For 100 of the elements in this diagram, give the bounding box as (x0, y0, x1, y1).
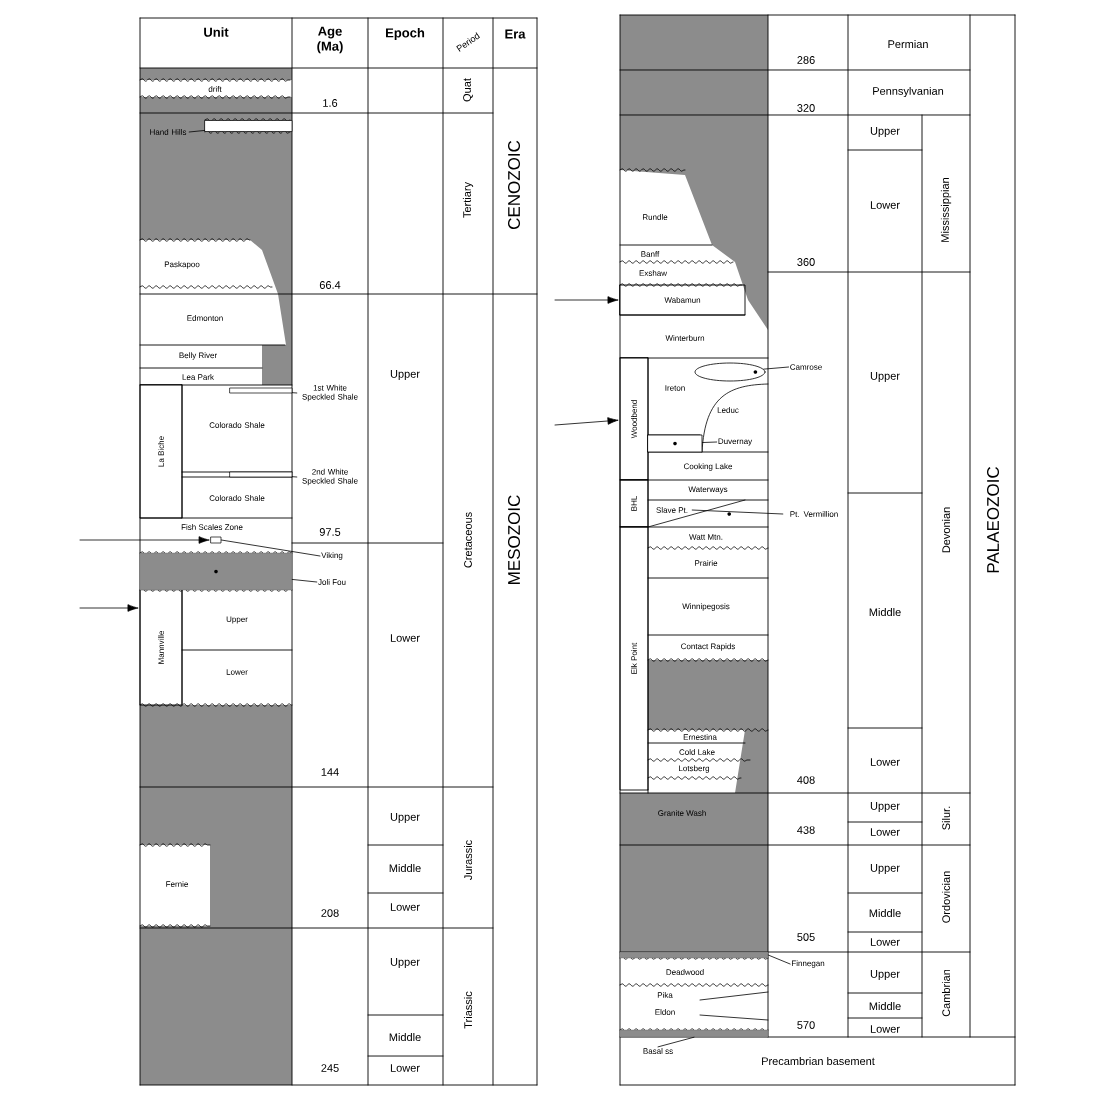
epoch-label: Lower (870, 1025, 900, 1033)
group-label: La Biche (139, 384, 183, 519)
era-label: CENOZOIC (508, 140, 521, 229)
leader-line (691, 509, 784, 515)
epoch-label: Lower (870, 828, 900, 836)
unit-label: Rundle (643, 214, 668, 220)
unit-label: Prairie (695, 560, 718, 566)
period-label: Jurassic (463, 840, 473, 880)
unit-label: Wabamun (619, 284, 746, 316)
unit-label: Joli Fou (318, 579, 346, 585)
epoch-label: Upper (390, 813, 420, 823)
age-label: 245 (321, 1064, 339, 1072)
age-label: 360 (797, 258, 815, 266)
period-label: Cretaceous (464, 512, 472, 568)
unit-label: Lea Park (182, 374, 214, 380)
arrow (79, 604, 139, 612)
age-label: 97.5 (319, 528, 341, 536)
unit-label: Cooking Lake (683, 463, 733, 471)
unit-label: Leduc (717, 407, 739, 413)
unit-label: Deadwood (666, 969, 704, 975)
unit-label: Paskapoo (164, 261, 200, 269)
epoch-label: Middle (389, 864, 421, 873)
unit-label: Pt. Vermillion (790, 511, 838, 517)
reef-tongue (694, 362, 766, 382)
epoch-label: Lower (870, 758, 900, 766)
unit-label: Exshaw (639, 270, 668, 276)
unit-label: Slave Pt. (656, 507, 688, 513)
unit-label: Ernestina (683, 734, 717, 740)
period-label: Quat (463, 78, 473, 102)
arrow (79, 536, 210, 544)
epoch-label: Lower (870, 938, 900, 946)
epoch-label: Lower (390, 634, 420, 642)
epoch-label: Lower (390, 903, 420, 911)
leader-line (702, 441, 718, 443)
thin-bed-bar (210, 536, 222, 544)
epoch-label: Lower (870, 201, 900, 209)
unit-label: Winterburn (665, 335, 705, 341)
unit-label: Upper (226, 616, 248, 624)
unit-label: Hand Hills (150, 129, 187, 135)
unit-label: Fernie (166, 881, 188, 887)
period-label: Ordovician (942, 871, 951, 923)
unit-label: Finnegan (792, 960, 825, 968)
unit-label: Waterways (688, 486, 728, 494)
epoch-label: Lower (390, 1064, 420, 1072)
period-label: Tertiary (462, 182, 474, 218)
age-label: 66.4 (319, 281, 341, 289)
epoch-label: Upper (870, 127, 900, 137)
epoch-label: Middle (389, 1033, 421, 1042)
group-label: Mannville (139, 589, 183, 706)
unit-label: drift (208, 86, 222, 92)
leader-line (291, 392, 298, 394)
unit-label: 2nd White Speckled Shale (302, 468, 358, 486)
group-label: BHL (619, 479, 649, 528)
period-label: Permian (888, 39, 928, 49)
unit-label: Eldon (655, 1009, 675, 1015)
period-label: Pennsylvanian (873, 86, 944, 98)
unit-label: Banff (641, 251, 660, 257)
leader-line (220, 539, 321, 557)
unit-label: Duvernay (718, 438, 753, 446)
shale-band (619, 1029, 769, 1038)
epoch-label: Middle (869, 1002, 901, 1011)
unit-label: Ireton (665, 385, 685, 391)
column-header: Epoch (386, 27, 425, 41)
column-header: Unit (204, 27, 229, 37)
thin-bed-bar (229, 387, 293, 394)
unit-label: Edmonton (187, 315, 223, 321)
group-label: Woodbend (619, 357, 649, 481)
era-label: PALAEOZOIC (987, 466, 1000, 573)
column-header: Age (Ma) (317, 26, 343, 54)
epoch-label: Upper (870, 802, 900, 812)
age-label: 505 (797, 933, 815, 941)
thin-bed-bar (204, 120, 293, 132)
epoch-label: Middle (869, 909, 901, 918)
age-label: 320 (797, 104, 815, 112)
basement-label: Precambrian basement (762, 1057, 875, 1066)
epoch-label: Upper (390, 370, 420, 380)
leader-line (291, 579, 318, 583)
age-label: 408 (797, 776, 815, 784)
epoch-label: Upper (870, 372, 900, 382)
period-label: Triassic (463, 991, 473, 1029)
age-label: 570 (797, 1021, 815, 1029)
leader-line (657, 1036, 695, 1048)
age-label: 144 (321, 768, 339, 776)
unit-label: Watt Mtn. (689, 534, 723, 540)
age-label: 208 (321, 909, 339, 917)
leader-line (767, 954, 791, 965)
unit-label: Contact Rapids (681, 643, 736, 651)
age-label: 1.6 (323, 99, 338, 107)
epoch-label: Upper (870, 864, 900, 874)
unit-label: Fish Scales Zone (181, 524, 243, 530)
epoch-label: Middle (869, 607, 901, 617)
unit-label: Belly River (179, 352, 217, 360)
column-header: Era (505, 29, 526, 39)
age-label: 438 (797, 826, 815, 834)
age-label: 286 (797, 56, 815, 64)
unit-label: Camrose (790, 364, 822, 370)
unit-label: 1st White Speckled Shale (302, 384, 358, 402)
leader-line (763, 366, 789, 370)
arrow (554, 296, 619, 304)
period-label: Devonian (942, 507, 951, 553)
